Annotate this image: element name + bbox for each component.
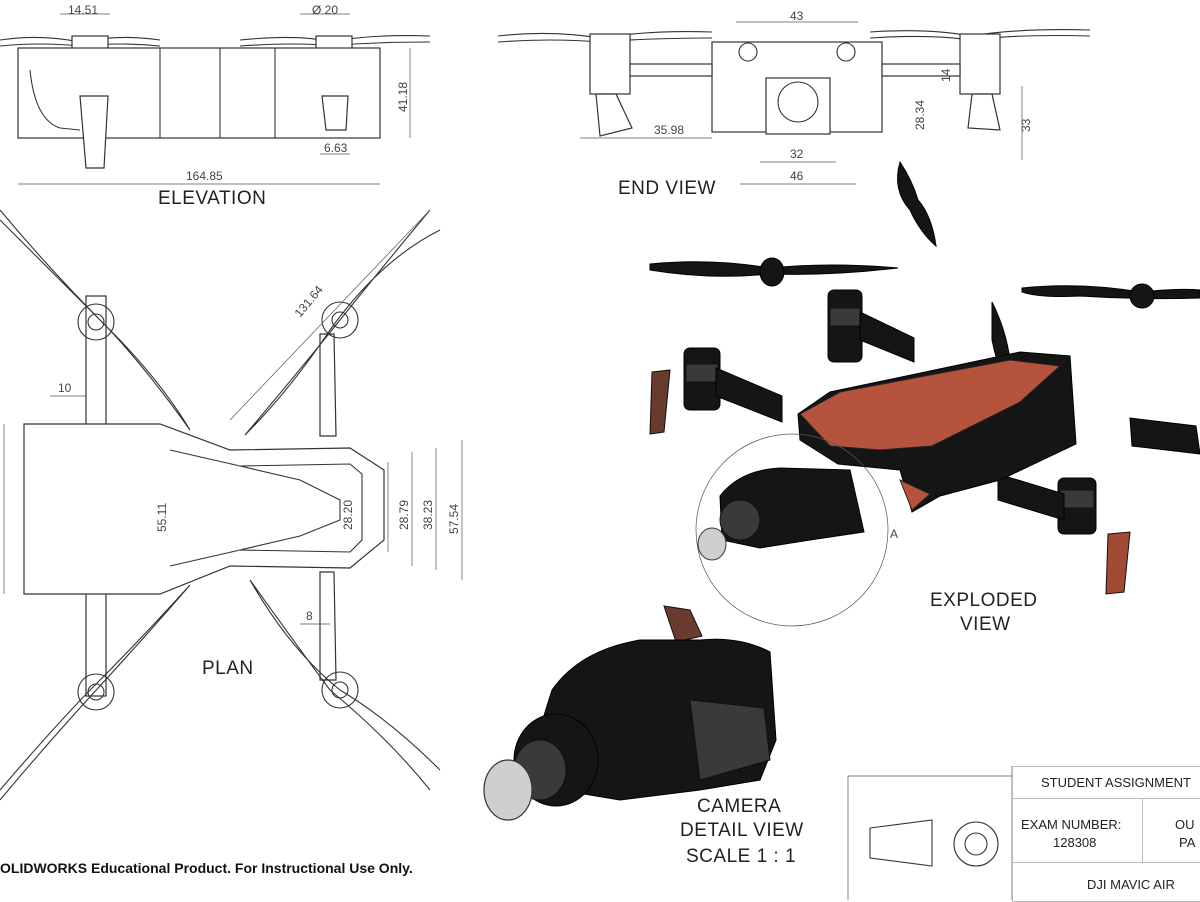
dim-plan-28-79: 28.79 (397, 500, 411, 530)
dim-end-43: 43 (790, 9, 804, 23)
camera-detail-title-line3: SCALE 1 : 1 (686, 846, 797, 867)
dim-plan-131-64: 131.64 (292, 283, 327, 320)
plan-drawing (0, 209, 463, 801)
title-block-exam-number: 128308 (1053, 835, 1097, 850)
exploded-view-title-line2: VIEW (960, 614, 1011, 635)
camera-detail-title-line2: DETAIL VIEW (680, 820, 804, 841)
exploded-view-drawing (649, 160, 1200, 627)
dim-plan-57-54: 57.54 (447, 504, 461, 534)
dim-plan-38-23: 38.23 (421, 500, 435, 530)
title-block-assignment-cell: STUDENT ASSIGNMENT (1012, 766, 1200, 800)
dim-plan-55-11: 55.11 (155, 503, 169, 532)
camera-detail-title-line1: CAMERA (697, 796, 782, 817)
detail-marker-a: A (890, 527, 898, 541)
elevation-drawing (0, 13, 431, 185)
dim-elev-6-63: 6.63 (324, 141, 348, 155)
title-block-col2-cell: OU PA (1142, 798, 1200, 864)
title-block-assignment: STUDENT ASSIGNMENT (1041, 775, 1192, 790)
dim-end-33: 33 (1019, 118, 1033, 132)
title-block-col2-line2: PA (1179, 835, 1196, 850)
dim-end-46: 46 (790, 169, 804, 183)
dim-end-28-34: 28.34 (913, 100, 927, 130)
dim-elev-14-51: 14.51 (68, 3, 98, 17)
dim-elev-41-18: 41.18 (396, 82, 410, 112)
camera-detail-drawing (483, 605, 777, 821)
title-block-product-cell: DJI MAVIC AIR (1012, 862, 1200, 902)
plan-title: PLAN (202, 658, 254, 679)
title-block-exam-label: EXAM NUMBER: (1021, 817, 1122, 832)
dim-elev-164-85: 164.85 (186, 169, 223, 183)
title-block-exam-cell: EXAM NUMBER: 128308 (1012, 798, 1144, 864)
end-view-drawing (497, 21, 1091, 185)
dim-plan-28-20: 28.20 (341, 500, 355, 530)
end-view-title: END VIEW (618, 178, 716, 199)
dim-plan-8: 8 (306, 609, 313, 623)
title-block-col2-line1: OU (1175, 817, 1195, 832)
dim-end-35-98: 35.98 (654, 123, 684, 137)
dim-plan-10: 10 (58, 381, 72, 395)
dim-end-32: 32 (790, 147, 804, 161)
title-block-product: DJI MAVIC AIR (1087, 877, 1175, 892)
dim-end-14: 14 (939, 68, 953, 82)
exploded-view-title-line1: EXPLODED (930, 590, 1038, 611)
solidworks-watermark: OLIDWORKS Educational Product. For Instr… (0, 860, 413, 876)
dim-elev-diameter-20: Ø 20 (312, 3, 338, 17)
elevation-title: ELEVATION (158, 188, 267, 209)
